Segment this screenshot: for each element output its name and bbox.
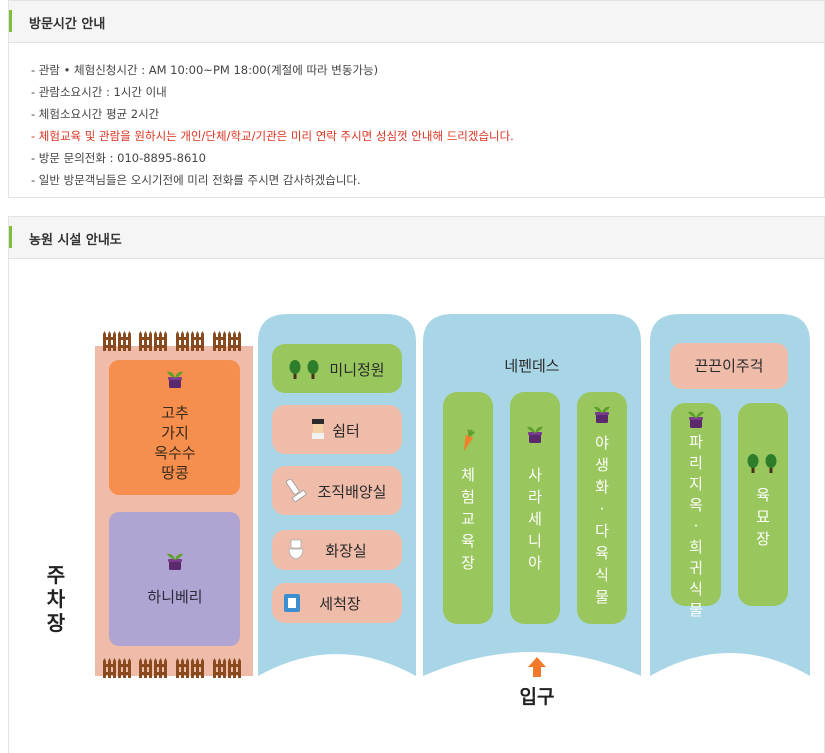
header-accent-bar [9, 10, 12, 32]
up-arrow-icon [528, 657, 546, 677]
facility-map-title: 농원 시설 안내도 [29, 233, 122, 248]
entrance-marker: 입구 [520, 657, 555, 708]
visit-info-item: - 체험소요시간 평균 2시간 [31, 107, 160, 121]
visit-info-item: - 방문 문의전화 : 010-8895-8610 [31, 151, 206, 165]
header-accent-bar [9, 226, 12, 248]
visit-info-panel: 방문시간 안내 - 관람 • 체험신청시간 : AM 10:00~PM 18:0… [8, 0, 825, 198]
shelter-zone [272, 405, 402, 454]
honeyberry-label: 하니베리 [147, 588, 202, 606]
toilet-icon [288, 539, 304, 560]
toilet-label: 화장실 [325, 542, 366, 560]
lab-label: 조직배양실 [317, 483, 386, 501]
sundew-title-zone [670, 343, 788, 389]
nursery-zone [738, 403, 788, 606]
entrance-label: 입구 [520, 686, 555, 708]
visit-info-item: - 일반 방문객님들은 오시기전에 미리 전화를 주시면 감사하겠습니다. [31, 173, 361, 187]
visit-info-header: 방문시간 안내 [9, 1, 824, 43]
nepenthes-title: 네펜데스 [504, 357, 559, 375]
mini-garden-label: 미니정원 [329, 361, 384, 379]
microscope-icon [286, 478, 307, 503]
visit-info-list: - 관람 • 체험신청시간 : AM 10:00~PM 18:00(계절에 따라… [31, 59, 514, 191]
wash-zone [272, 583, 402, 623]
shelter-label: 쉼터 [332, 422, 360, 440]
mini-garden-zone [272, 344, 402, 393]
crops-plot [109, 360, 240, 495]
facility-map-header: 농원 시설 안내도 [9, 217, 824, 259]
visit-info-item: - 관람 • 체험신청시간 : AM 10:00~PM 18:00(계절에 따라… [31, 63, 379, 77]
person-icon [312, 419, 324, 439]
wash-label: 세척장 [319, 595, 361, 613]
flytrap-zone [671, 403, 721, 606]
visit-info-item: - 체험교육 및 관람을 원하시는 개인/단체/학교/기관은 미리 연락 주시면… [31, 129, 514, 143]
visit-info-title: 방문시간 안내 [29, 17, 106, 32]
carrot-icon [463, 429, 475, 452]
wildflower-zone [577, 392, 627, 624]
toilet-zone [272, 530, 402, 570]
sarracenia-zone [510, 392, 560, 624]
lab-zone [272, 466, 402, 515]
visit-info-item: - 관람소요시간 : 1시간 이내 [31, 85, 167, 99]
edu-zone [443, 392, 493, 624]
wash-icon [284, 594, 300, 612]
honeyberry-plot [109, 512, 240, 646]
garden-building: 미니정원 쉼터 조직배양실 화장실 세척장 [258, 314, 416, 676]
sundew-title: 끈끈이주걱 [694, 357, 763, 375]
